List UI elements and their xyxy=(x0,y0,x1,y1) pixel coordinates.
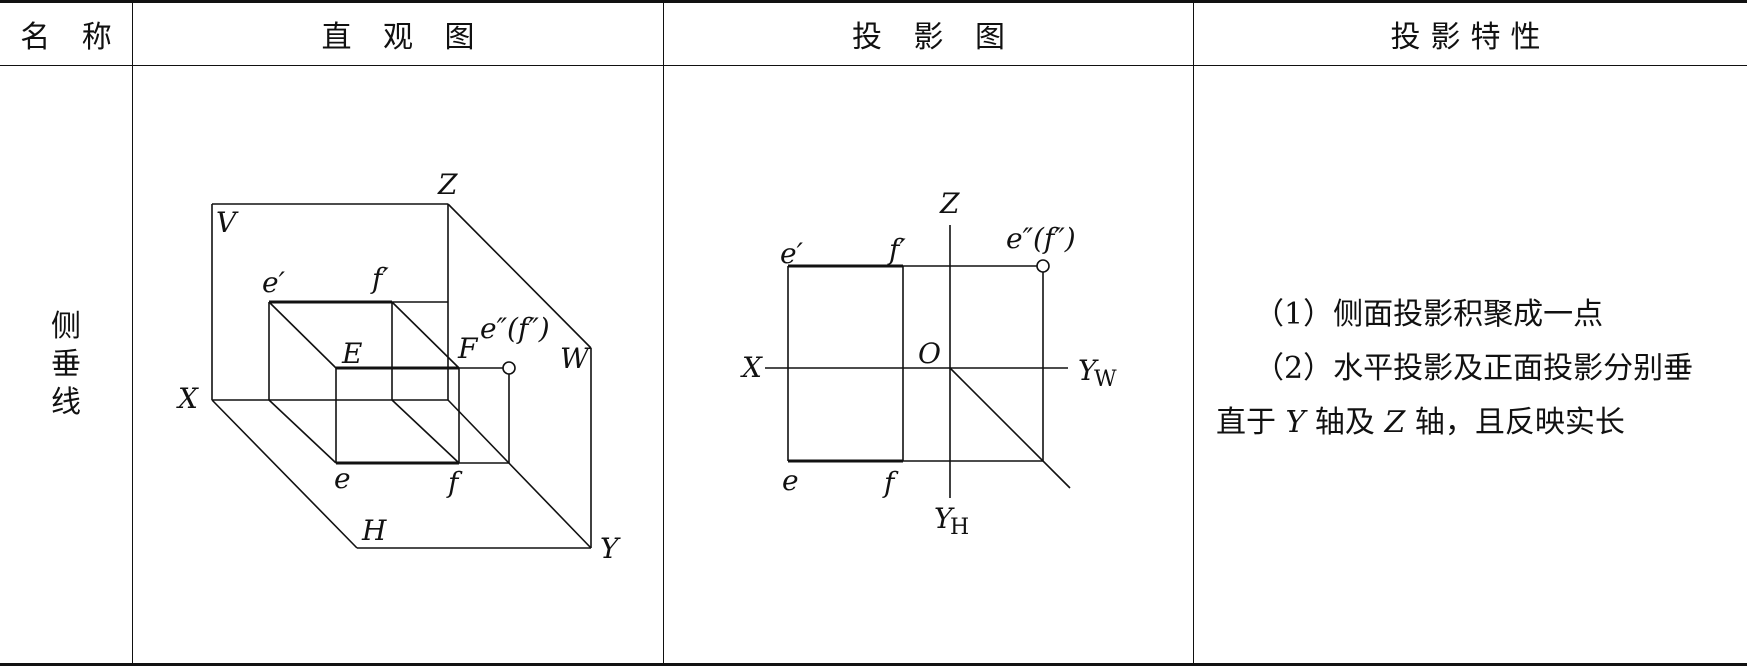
row-name-cell: 侧垂线 xyxy=(0,66,132,664)
label-e-prime: e′ xyxy=(262,266,286,299)
table-top-border xyxy=(0,0,1747,3)
label-F: F xyxy=(457,332,479,365)
projection-diagram xyxy=(765,225,1071,498)
property-line-3: 直于 Y 轴及 Z 轴，且反映实长 xyxy=(1216,405,1625,440)
header-pictorial: 直 观 图 xyxy=(321,20,475,55)
pictorial-labels: V Z X W H Y e′ f′ E F e″(f″) e f xyxy=(176,168,621,565)
table-bottom-border xyxy=(0,663,1747,666)
proj-label-Z: Z xyxy=(939,187,960,220)
proj-label-f: f xyxy=(882,466,899,499)
y-axis-w xyxy=(447,399,592,549)
45-degree-line xyxy=(949,367,1071,489)
label-Z: Z xyxy=(437,168,458,201)
w-plane-top-edge xyxy=(447,203,592,349)
property-text: （1）侧面投影积聚成一点 （2）水平投影及正面投影分别垂 直于 Y 轴及 Z 轴… xyxy=(1216,288,1736,450)
label-Y: Y xyxy=(600,532,621,565)
header-property: 投影特性 xyxy=(1390,20,1551,55)
proj-point-e-dd-f-dd xyxy=(1036,259,1050,273)
proj-label-Yw: Y xyxy=(1078,354,1099,387)
box-diag-4 xyxy=(391,399,460,464)
label-f-prime: f′ xyxy=(370,262,389,295)
point-e-dd-f-dd xyxy=(502,361,516,375)
proj-label-f-prime: f′ xyxy=(887,233,906,266)
proj-label-e-dd: e″(f″) xyxy=(1006,222,1076,255)
pictorial-diagram xyxy=(211,203,592,549)
label-X: X xyxy=(176,382,199,415)
label-E: E xyxy=(341,337,362,370)
proj-label-e: e xyxy=(782,464,799,497)
box-diag-1 xyxy=(268,301,337,369)
property-line-1: （1）侧面投影积聚成一点 xyxy=(1254,297,1604,332)
column-divider-2 xyxy=(663,0,664,666)
header-divider xyxy=(0,65,1747,66)
h-plane-left-edge xyxy=(211,399,358,549)
proj-label-e-prime: e′ xyxy=(780,237,804,270)
property-line-2: （2）水平投影及正面投影分别垂 xyxy=(1254,351,1694,386)
proj-label-Yh: Y xyxy=(934,502,955,535)
header-projection: 投 影 图 xyxy=(851,20,1006,55)
row-name: 侧垂线 xyxy=(51,309,81,420)
box-diag-2 xyxy=(391,301,460,369)
header-name: 名 称 xyxy=(20,20,112,55)
box-diag-3 xyxy=(268,399,337,464)
proj-label-X: X xyxy=(740,351,763,384)
label-e: e xyxy=(334,462,351,495)
label-V: V xyxy=(216,206,239,239)
column-divider-1 xyxy=(132,0,133,666)
column-divider-3 xyxy=(1193,0,1194,666)
label-H: H xyxy=(361,514,387,547)
proj-label-Yw-sub: W xyxy=(1094,367,1117,392)
proj-label-Yh-sub: H xyxy=(950,515,969,540)
label-f: f xyxy=(446,466,463,499)
label-W: W xyxy=(560,342,591,375)
label-e-dd: e″(f″) xyxy=(480,312,550,345)
projection-labels: Z X O Y W Y H e′ f′ e″(f″) e f xyxy=(740,187,1117,540)
proj-label-O: O xyxy=(918,337,941,370)
